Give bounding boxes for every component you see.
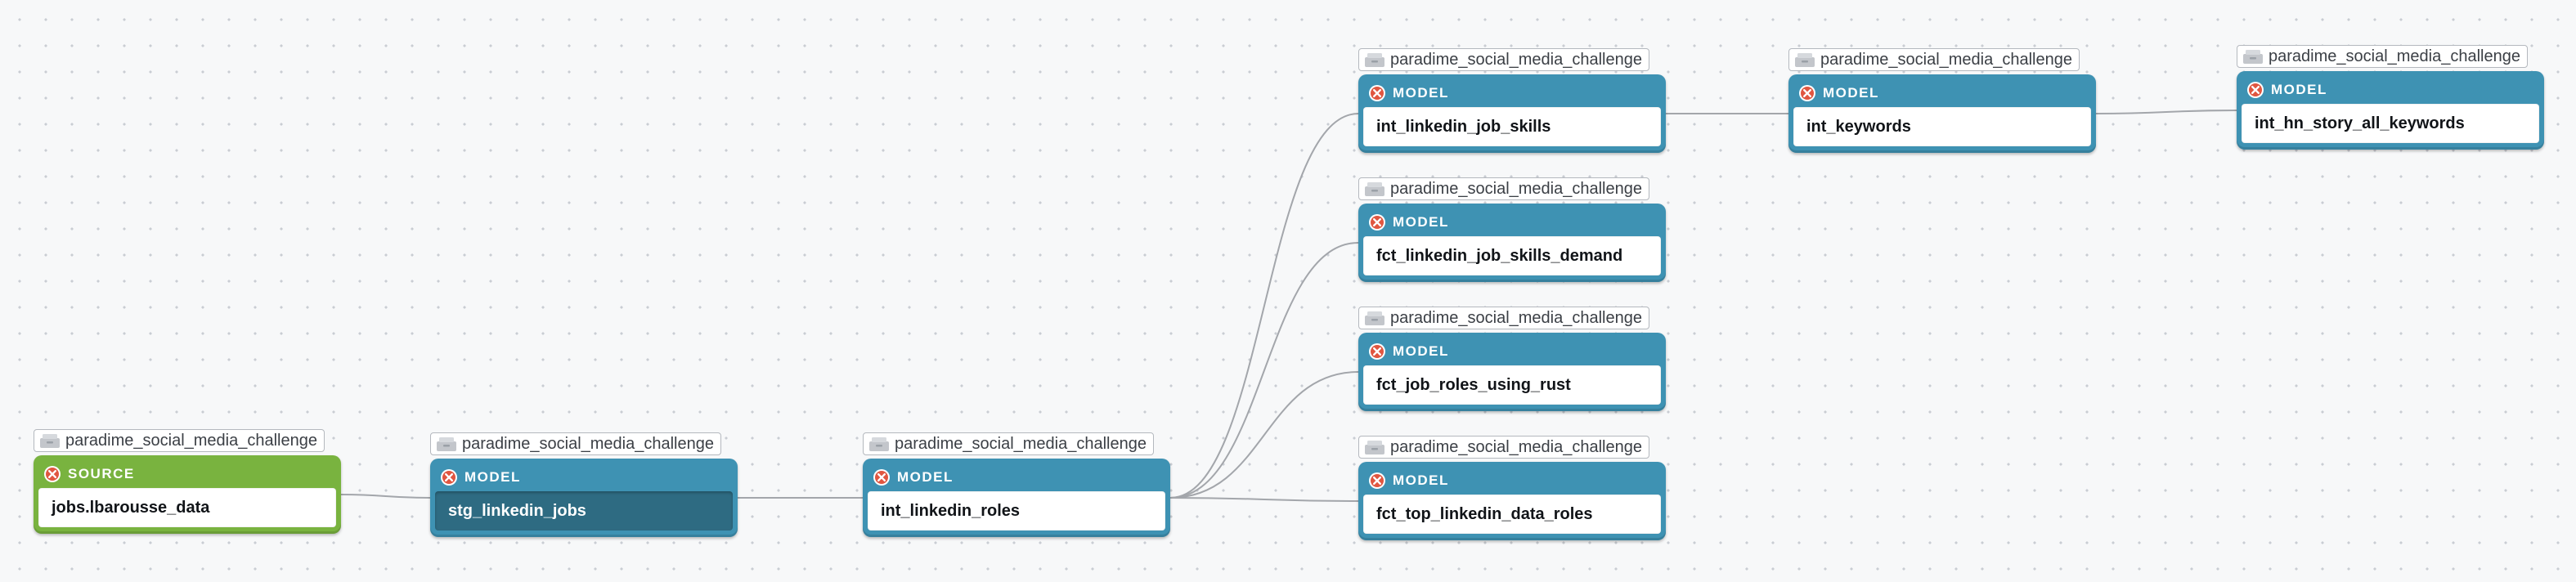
error-x-icon [1799,85,1815,101]
node-name[interactable]: fct_job_roles_using_rust [1363,365,1661,405]
node-name[interactable]: int_linkedin_job_skills [1363,107,1661,146]
node-int-linkedin-roles[interactable]: paradime_social_media_challenge MODEL in… [863,432,1170,537]
node-fct-linkedin-job-skills-demand[interactable]: paradime_social_media_challenge MODEL fc… [1358,177,1666,282]
node-name[interactable]: fct_linkedin_job_skills_demand [1363,236,1661,275]
package-icon [869,437,889,451]
node-fct-job-roles-using-rust[interactable]: paradime_social_media_challenge MODEL fc… [1358,307,1666,411]
tag-label: paradime_social_media_challenge [1390,308,1642,327]
package-icon [40,434,60,448]
node-name[interactable]: fct_top_linkedin_data_roles [1363,495,1661,534]
node-type-label: MODEL [1393,85,1449,101]
node-tag: paradime_social_media_challenge [430,432,721,455]
node-type-label: SOURCE [68,466,135,481]
edge-int-linkedin-roles-to-fct-linkedin-job-skills-demand [1169,242,1359,499]
package-icon [1795,53,1815,67]
node-fct-top-linkedin-data-roles[interactable]: paradime_social_media_challenge MODEL fc… [1358,436,1666,540]
node-tag: paradime_social_media_challenge [2237,45,2528,68]
tag-label: paradime_social_media_challenge [1820,50,2072,69]
node-card[interactable]: MODEL fct_linkedin_job_skills_demand [1358,204,1666,282]
edge-int-keywords-to-int-hn-story-all-keywords [2095,110,2237,114]
node-stg-linkedin-jobs[interactable]: paradime_social_media_challenge MODEL st… [430,432,738,537]
node-name[interactable]: int_linkedin_roles [868,491,1165,531]
node-tag: paradime_social_media_challenge [1358,177,1649,200]
tag-label: paradime_social_media_challenge [1390,437,1642,456]
node-name[interactable]: jobs.lbarousse_data [38,488,336,527]
package-icon [1365,311,1384,325]
node-type-label: MODEL [1393,343,1449,359]
node-tag: paradime_social_media_challenge [34,429,325,452]
node-tag: paradime_social_media_challenge [863,432,1154,455]
tag-label: paradime_social_media_challenge [2269,47,2520,65]
node-card[interactable]: MODEL stg_linkedin_jobs [430,459,738,537]
node-name[interactable]: int_hn_story_all_keywords [2242,104,2539,143]
node-card[interactable]: MODEL fct_job_roles_using_rust [1358,333,1666,411]
package-icon [2243,50,2263,64]
package-icon [1365,441,1384,454]
error-x-icon [1369,85,1385,101]
node-card[interactable]: SOURCE jobs.lbarousse_data [34,455,341,534]
tag-label: paradime_social_media_challenge [462,434,714,453]
node-jobs-lbarousse-data[interactable]: paradime_social_media_challenge SOURCE j… [34,429,341,534]
node-card[interactable]: MODEL int_keywords [1788,74,2096,153]
tag-label: paradime_social_media_challenge [65,431,317,450]
tag-label: paradime_social_media_challenge [1390,179,1642,198]
error-x-icon [1369,214,1385,231]
node-tag: paradime_social_media_challenge [1358,48,1649,71]
node-type-label: MODEL [2271,82,2327,97]
error-x-icon [441,469,457,486]
package-icon [1365,53,1384,67]
error-x-icon [1369,472,1385,489]
error-x-icon [1369,343,1385,360]
node-int-keywords[interactable]: paradime_social_media_challenge MODEL in… [1788,48,2096,153]
node-type-label: MODEL [464,469,521,485]
edge-int-linkedin-roles-to-int-linkedin-job-skills [1169,113,1359,499]
edge-int-linkedin-roles-to-fct-job-roles-using-rust [1169,371,1359,499]
node-name[interactable]: int_keywords [1793,107,2091,146]
package-icon [437,437,456,451]
node-type-label: MODEL [897,469,954,485]
edge-jobs-lbarousse-data-to-stg-linkedin-jobs [340,494,431,499]
error-x-icon [2247,82,2264,98]
node-tag: paradime_social_media_challenge [1358,436,1649,459]
node-int-linkedin-job-skills[interactable]: paradime_social_media_challenge MODEL in… [1358,48,1666,153]
node-card[interactable]: MODEL int_linkedin_job_skills [1358,74,1666,153]
node-card[interactable]: MODEL int_linkedin_roles [863,459,1170,537]
error-x-icon [873,469,890,486]
package-icon [1365,182,1384,196]
node-type-label: MODEL [1393,214,1449,230]
node-card[interactable]: MODEL int_hn_story_all_keywords [2237,71,2544,150]
node-name[interactable]: stg_linkedin_jobs [435,491,733,531]
node-tag: paradime_social_media_challenge [1788,48,2080,71]
node-card[interactable]: MODEL fct_top_linkedin_data_roles [1358,462,1666,540]
node-tag: paradime_social_media_challenge [1358,307,1649,329]
edge-int-linkedin-roles-to-fct-top-linkedin-data-roles [1169,497,1359,502]
error-x-icon [44,466,61,482]
node-type-label: MODEL [1823,85,1879,101]
node-int-hn-story-all-keywords[interactable]: paradime_social_media_challenge MODEL in… [2237,45,2544,150]
tag-label: paradime_social_media_challenge [1390,50,1642,69]
tag-label: paradime_social_media_challenge [895,434,1147,453]
node-type-label: MODEL [1393,472,1449,488]
